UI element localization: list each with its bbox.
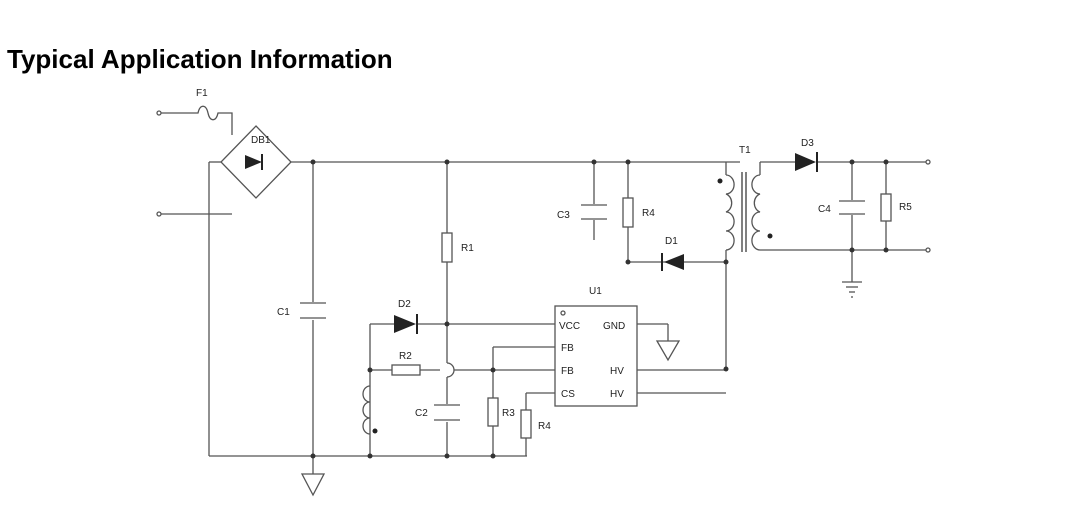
capacitor-c2 [434,404,460,421]
pin-hv-2: HV [610,389,624,400]
resistor-r4-bottom [520,409,532,439]
label-r2: R2 [399,351,412,362]
ground-symbol-primary [300,473,326,497]
pin-gnd: GND [603,321,625,332]
pin-cs: CS [561,389,575,400]
label-r1: R1 [461,243,474,254]
resistor-r2 [391,364,421,376]
label-r4-top: R4 [642,208,655,219]
bridge-rectifier-db1 [208,125,292,456]
label-r3: R3 [502,408,515,419]
label-t1: T1 [739,145,751,156]
page-title: Typical Application Information [7,44,393,74]
diode-d3 [795,152,818,172]
pin-fb-1: FB [561,343,574,354]
ground-symbol-secondary [842,281,862,298]
label-d3: D3 [801,138,814,149]
junctions [310,159,889,459]
capacitor-c3 [581,204,607,220]
label-d2: D2 [398,299,411,310]
label-u1: U1 [589,286,602,297]
resistor-r5 [880,193,892,222]
pin-fb-2: FB [561,366,574,377]
output-terminals [925,159,931,253]
diode-d2 [394,314,418,334]
capacitor-c4 [839,200,865,215]
capacitor-c1 [300,302,326,319]
input-terminals [156,110,232,217]
label-c1: C1 [277,307,290,318]
label-r5: R5 [899,202,912,213]
diode-d1 [661,253,684,271]
label-db1: DB1 [251,135,271,146]
ground-symbol-gnd [655,340,681,362]
label-f1: F1 [196,88,208,99]
controller-ic-u1 [554,305,638,407]
pin-vcc: VCC [559,321,580,332]
resistor-r3 [487,397,499,427]
label-d1: D1 [665,236,678,247]
pin-hv-1: HV [610,366,624,377]
label-c4: C4 [818,204,831,215]
label-c3: C3 [557,210,570,221]
label-r4-bottom: R4 [538,421,551,432]
resistor-r1 [441,232,453,263]
fuse-f1 [190,105,233,135]
resistor-r4-top [622,197,634,228]
label-c2: C2 [415,408,428,419]
auxiliary-winding [362,385,378,435]
transformer-t1 [717,172,773,252]
